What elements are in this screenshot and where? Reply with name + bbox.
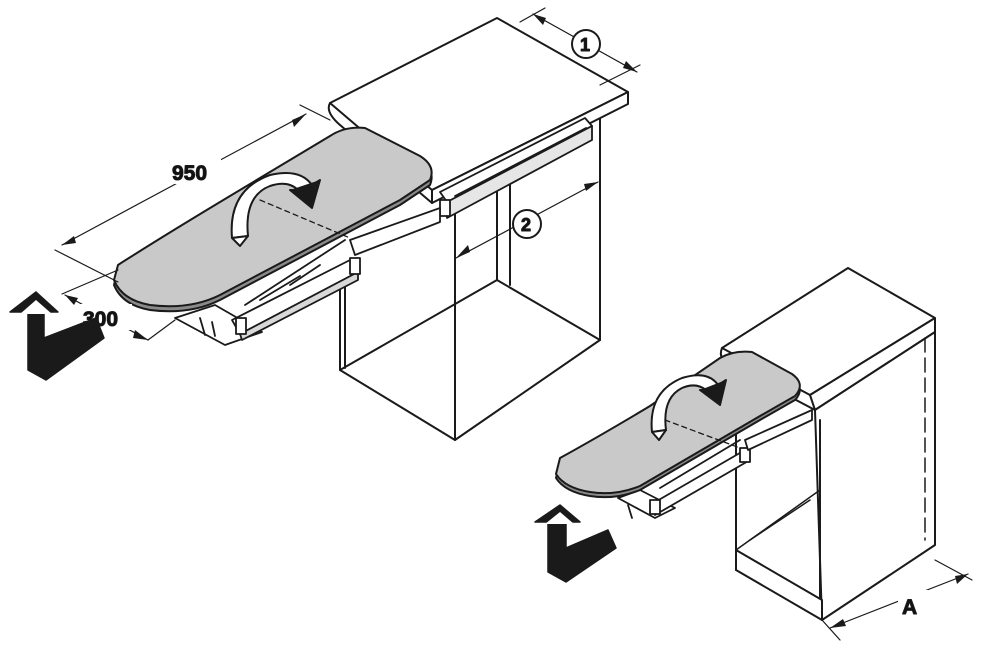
left-pullout-rail (439, 117, 593, 219)
dimension-a-arrowheads (830, 574, 968, 628)
left-pull-direction-arrow-icon (9, 291, 105, 381)
right-assembly: A (534, 267, 973, 641)
right-cabinet (719, 267, 936, 621)
left-dimension-arrowheads (62, 14, 637, 340)
dimension-a-label: A (902, 596, 917, 619)
length-dimension-label: 950 (172, 162, 207, 185)
marker-1-badge: 1 (571, 29, 601, 59)
left-ironing-board (113, 126, 433, 313)
marker-2-label: 2 (521, 215, 531, 235)
marker-1-label: 1 (580, 35, 590, 55)
right-pull-direction-arrow-icon (534, 504, 617, 583)
right-rotation-arrow-icon (650, 374, 727, 441)
left-board-frame (174, 207, 441, 346)
right-ironing-board (555, 350, 801, 499)
marker-2-badge: 2 (512, 209, 542, 239)
left-rotation-arrow-icon (230, 172, 321, 247)
left-assembly: 950 300 1 2 (9, 7, 641, 441)
